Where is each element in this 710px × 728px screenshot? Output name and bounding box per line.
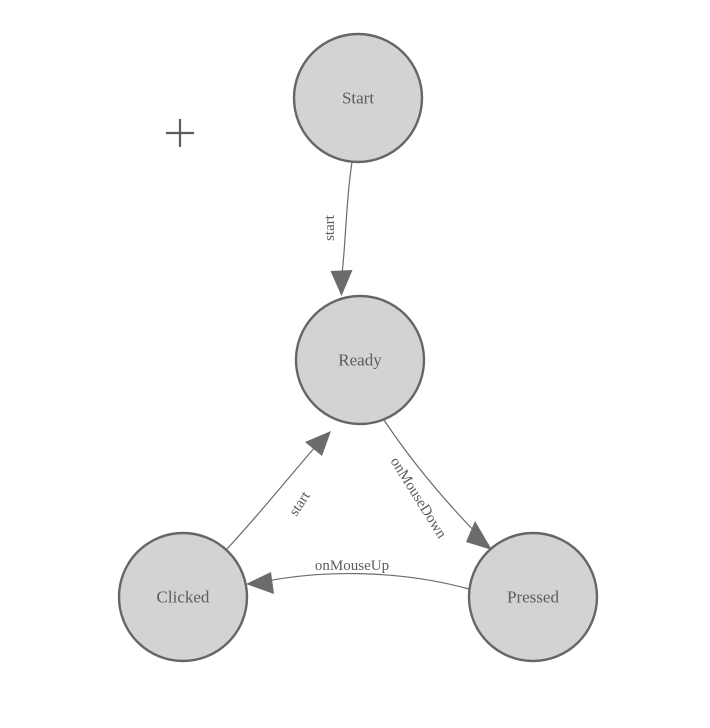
node-ready-circle[interactable] [294, 294, 426, 426]
arrowhead-clicked-to-ready [305, 431, 331, 456]
arrowhead-ready-to-pressed [466, 521, 492, 550]
edge-line-start-to-ready[interactable] [341, 161, 353, 275]
node-start[interactable]: Start [292, 32, 424, 164]
arrowhead-pressed-to-clicked [246, 572, 274, 594]
node-pressed-circle[interactable] [467, 531, 599, 663]
node-clicked-circle[interactable] [117, 531, 249, 663]
node-start-circle[interactable] [292, 32, 424, 164]
arrowhead-start-to-ready [330, 270, 353, 296]
node-pressed-label: Pressed [507, 588, 559, 607]
crosshair-marker [166, 119, 194, 147]
edge-line-pressed-to-clicked[interactable] [266, 572, 470, 590]
edge-line-ready-to-pressed[interactable] [383, 419, 479, 536]
edge-label-start-to-ready: start [322, 214, 338, 241]
node-ready-label: Ready [338, 351, 382, 370]
edge-label-clicked-to-ready: start [286, 488, 314, 519]
edge-line-clicked-to-ready[interactable] [224, 445, 317, 552]
edge-label-pressed-to-clicked: onMouseUp [315, 558, 389, 574]
node-start-label: Start [342, 89, 374, 108]
edge-ready-to-pressed[interactable] [383, 419, 492, 550]
node-pressed[interactable]: Pressed [467, 531, 599, 663]
edge-start-to-ready[interactable] [330, 161, 353, 296]
node-clicked-label: Clicked [157, 588, 210, 607]
edge-clicked-to-ready[interactable] [224, 431, 331, 552]
edge-pressed-to-clicked[interactable] [246, 572, 470, 594]
node-ready[interactable]: Ready [294, 294, 426, 426]
node-clicked[interactable]: Clicked [117, 531, 249, 663]
